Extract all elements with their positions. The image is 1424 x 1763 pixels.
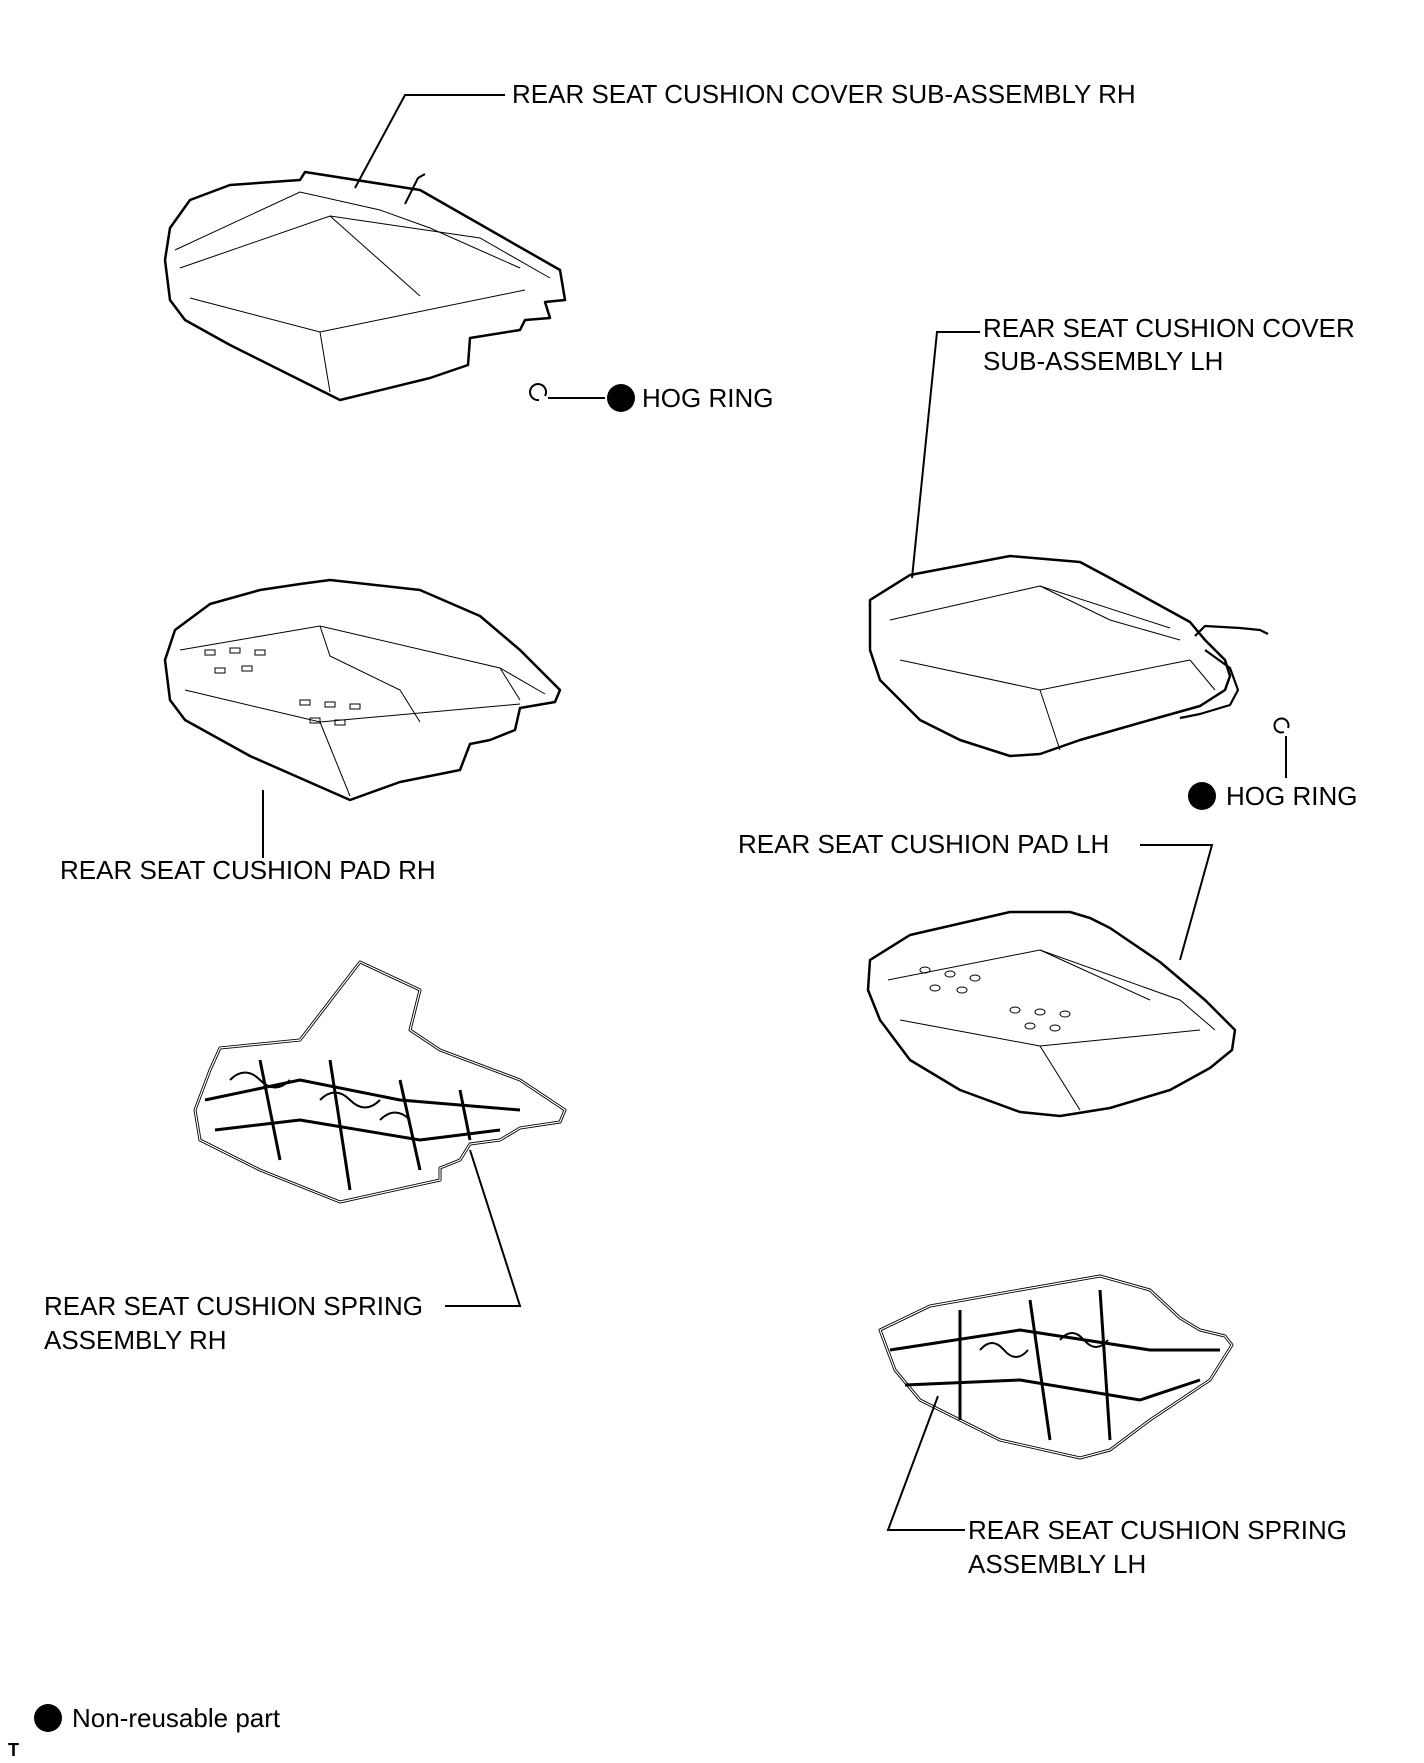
legend-non-reusable-label: Non-reusable part bbox=[72, 1703, 281, 1733]
label-cover-lh-line2: SUB-ASSEMBLY LH bbox=[983, 346, 1224, 376]
label-cover-lh-line1: REAR SEAT CUSHION COVER bbox=[983, 313, 1355, 343]
label-hog-ring-rh: HOG RING bbox=[642, 383, 774, 413]
label-cover-rh: REAR SEAT CUSHION COVER SUB-ASSEMBLY RH bbox=[512, 79, 1136, 109]
corner-mark: T bbox=[8, 1740, 19, 1760]
label-pad-rh: REAR SEAT CUSHION PAD RH bbox=[60, 855, 436, 885]
seat-cushion-pad-lh-drawing bbox=[866, 844, 1237, 1118]
non-reusable-dot-icon bbox=[34, 1704, 62, 1732]
label-spring-rh-line1: REAR SEAT CUSHION SPRING bbox=[44, 1291, 423, 1321]
seat-cushion-cover-lh-drawing bbox=[868, 331, 1269, 758]
label-hog-ring-lh: HOG RING bbox=[1226, 781, 1358, 811]
hog-ring-lh-drawing bbox=[1188, 717, 1290, 810]
hog-ring-rh-drawing bbox=[529, 383, 635, 412]
label-pad-lh: REAR SEAT CUSHION PAD LH bbox=[738, 829, 1110, 859]
label-spring-lh-line2: ASSEMBLY LH bbox=[968, 1549, 1147, 1579]
label-spring-rh-line2: ASSEMBLY RH bbox=[44, 1325, 227, 1355]
seat-cushion-spring-rh-drawing bbox=[193, 960, 567, 1307]
seat-cushion-cover-rh-drawing bbox=[163, 94, 567, 402]
seat-cushion-pad-rh-drawing bbox=[163, 578, 562, 858]
label-spring-lh-line1: REAR SEAT CUSHION SPRING bbox=[968, 1515, 1347, 1545]
legend: Non-reusable part bbox=[34, 1702, 280, 1734]
seat-cushion-spring-lh-drawing bbox=[878, 1274, 1234, 1531]
